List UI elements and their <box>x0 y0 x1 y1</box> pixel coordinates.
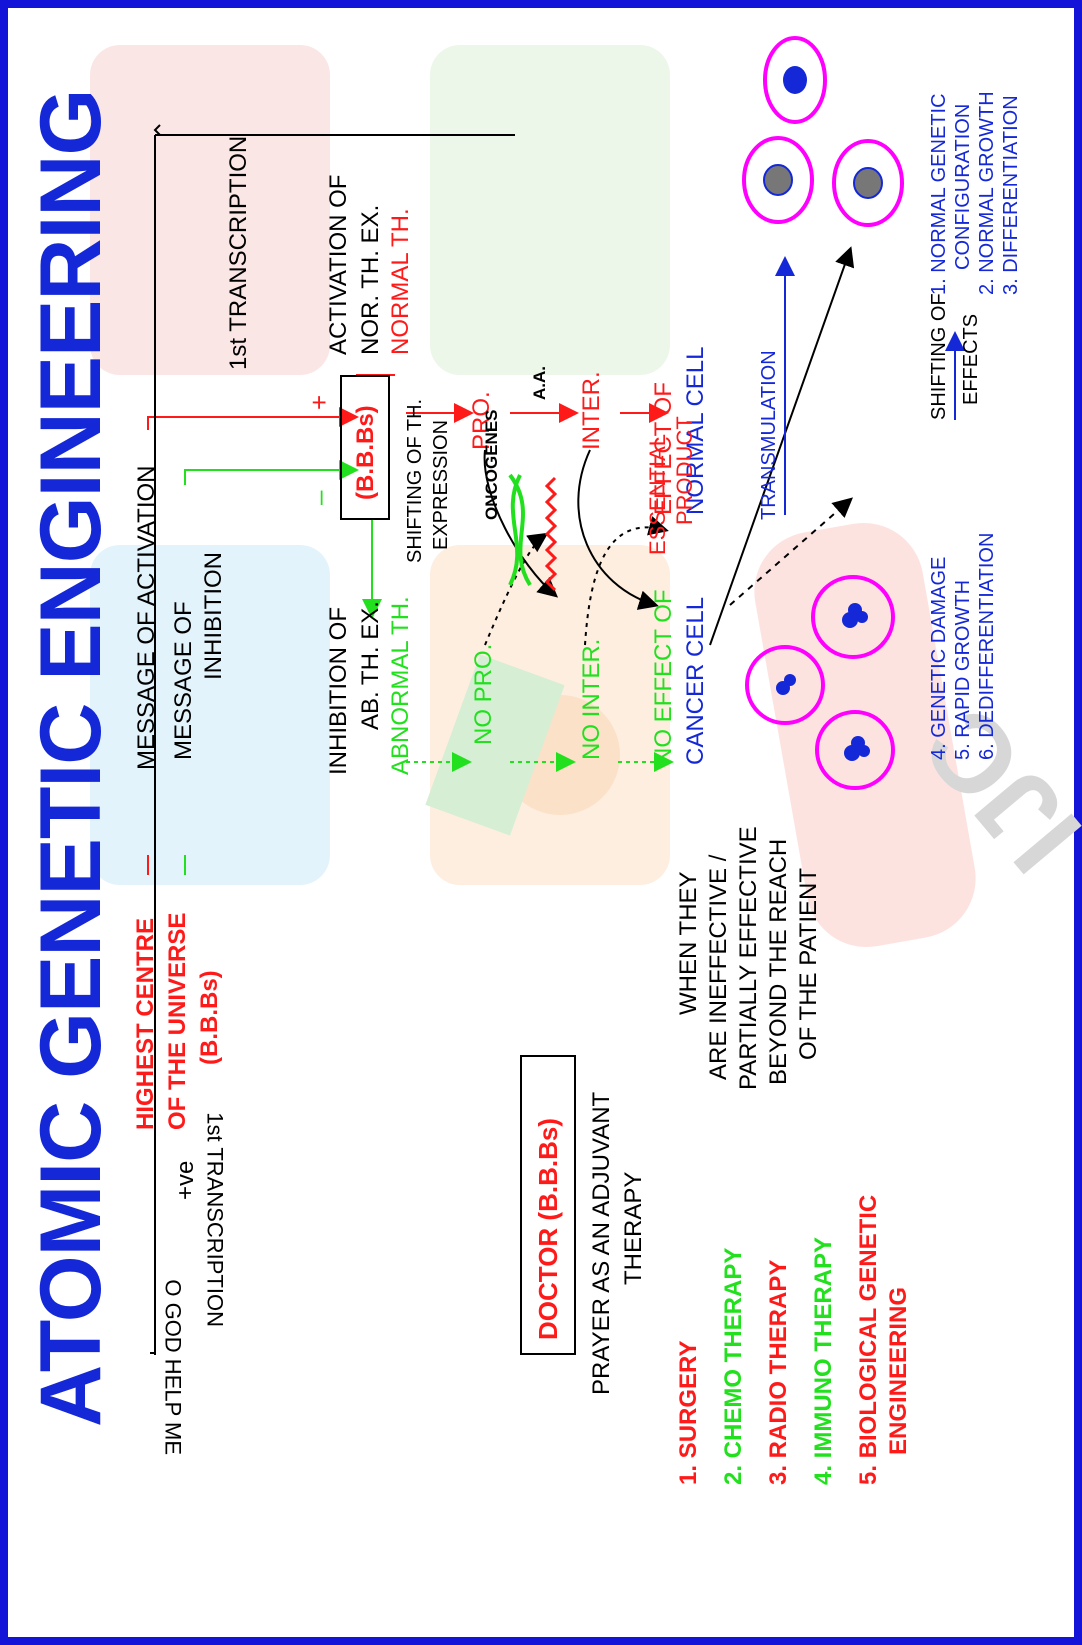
title-atomic: ATOMIC <box>23 1101 119 1427</box>
normal-effect-item: 1. NORMAL GENETIC <box>928 93 950 295</box>
normal-inter: INTER. <box>578 371 605 450</box>
normal-cell-nucleus <box>763 164 793 196</box>
essential-product-2: PRODUCT <box>672 416 697 525</box>
normal-effect-item: 2. NORMAL GROWTH <box>976 91 998 295</box>
cancer-effect-item: 4. GENETIC DAMAGE <box>928 556 950 760</box>
oncogenes-label: ONCOGENES <box>482 409 501 520</box>
therapy-item: 4. IMMUNO THERAPY <box>810 1236 837 1485</box>
therapy-item: 5. BIOLOGICAL GENETIC <box>855 1194 882 1485</box>
therapy-item: 2. CHEMO THERAPY <box>720 1247 747 1485</box>
cancer-cell-nucleus <box>858 745 870 757</box>
cancer-cell <box>815 710 895 790</box>
no-inter: NO INTER. <box>578 638 605 760</box>
when-they-line: ARE INEFFECTIVE / <box>705 854 732 1080</box>
source-line-3: (B.B.Bs) <box>196 970 223 1065</box>
normal-cell <box>832 139 904 227</box>
cancer-cell-nucleus <box>856 611 868 623</box>
doctor-label: DOCTOR (B.B.Bs) <box>533 1118 563 1340</box>
therapy-item: 1. SURGERY <box>675 1340 702 1485</box>
cancer-effect-item: 5. RAPID GROWTH <box>952 579 974 760</box>
cancer-cell-nucleus <box>784 674 796 686</box>
normal-cell-nucleus <box>783 66 807 94</box>
abnormal-th: ABNORMAL TH. <box>387 596 414 775</box>
normal-cell <box>742 136 814 224</box>
first-transcription-label: 1st TRANSCRIPTION <box>225 135 252 370</box>
source-line-2: OF THE UNIVERSE <box>164 912 191 1130</box>
shifting-effects-2: EFFECTS <box>960 313 982 405</box>
prayer-label-1: PRAYER AS AN ADJUVANT <box>588 1091 615 1395</box>
prayer-label-2: THERAPY <box>620 1171 647 1285</box>
therapy-item: 3. RADIO THERAPY <box>765 1259 792 1485</box>
minus-sign: – <box>304 490 334 505</box>
normal-cell <box>763 36 827 124</box>
page-title: ATOMIC GENETIC ENGINEERING <box>22 90 121 1427</box>
message-inhibition-2: INHIBITION <box>200 551 227 680</box>
when-they-line: BEYOND THE REACH <box>765 838 792 1085</box>
when-they-line: PARTIALLY EFFECTIVE <box>735 826 762 1090</box>
plus-sign: + <box>304 394 334 410</box>
title-engineering: ENGINEERING <box>23 89 119 681</box>
no-effect-2: CANCER CELL <box>682 596 709 765</box>
normal-effect-item: 3. DIFFERENTIATION <box>1000 95 1022 295</box>
therapy-item: ENGINEERING <box>885 1286 912 1455</box>
source-line-1: HIGHEST CENTRE <box>132 917 159 1130</box>
inhibition-ab-2: AB. TH. EX. <box>357 601 384 730</box>
message-inhibition-1: MESSAGE OF <box>170 601 197 760</box>
no-pro: NO PRO. <box>470 643 497 745</box>
activation-normal-2: NOR. TH. EX. <box>357 204 384 355</box>
essential-product-1: ESSENTIAL <box>645 433 670 555</box>
shift-expression-1: SHIFTING OF TH. <box>404 398 426 563</box>
cancer-cell <box>745 645 825 725</box>
normal-effect-item: CONFIGURATION <box>952 103 974 270</box>
inhibition-ab-1: INHIBITION OF <box>325 607 352 775</box>
no-effect-1: NO EFFECT OF <box>650 589 677 765</box>
message-activation: MESSAGE OF ACTIVATION <box>133 465 160 771</box>
cancer-effect-item: 6. DEDIFFERENTIATION <box>976 532 998 760</box>
upside-first-transcription: 1st TRANSCRIPTION <box>202 1112 228 1327</box>
upside-prayer-line: O GOD HELP ME <box>160 1279 186 1455</box>
plus-ve-label: +ve <box>172 1160 199 1200</box>
cancer-cell <box>811 575 895 659</box>
when-they-line: OF THE PATIENT <box>795 867 822 1060</box>
title-genetic: GENETIC <box>23 703 119 1079</box>
bbbs-box-label: (B.B.Bs) <box>352 405 379 500</box>
aa-label: A.A. <box>530 366 549 400</box>
shift-expression-2: EXPRESSION <box>430 419 452 550</box>
normal-cell-nucleus <box>853 167 883 199</box>
when-they-line: WHEN THEY <box>675 871 702 1015</box>
shifting-effects-1: SHIFTING OF <box>928 293 950 420</box>
normal-th: NORMAL TH. <box>387 208 414 355</box>
transmulation-label: TRANSMULATION <box>758 350 780 520</box>
activation-normal-1: ACTIVATION OF <box>325 174 352 355</box>
